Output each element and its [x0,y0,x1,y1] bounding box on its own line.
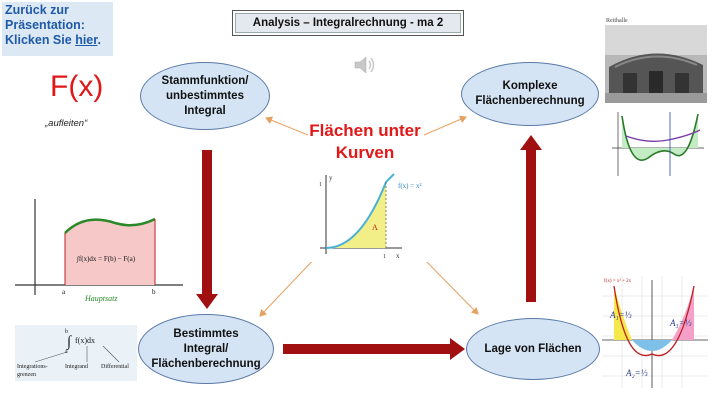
parabola-y-label: y [329,174,333,182]
node-lage: Lage von Flächen [466,318,600,380]
stamm-line-1: Stammfunktion/ [161,74,249,87]
back-line-1: Zurück zur [5,3,69,17]
lage-func-label: f(x) = x² + 2x [604,278,632,284]
arrow-bestimmt-to-lage [283,338,465,360]
hauptsatz-b: b [152,288,156,296]
arrow-to-bestimmt [259,254,319,317]
bestimmt-line-1: Bestimmtes [173,327,239,340]
center-title: Flächen unter Kurven [290,120,440,164]
stamm-line-2: unbestimmtes [166,89,244,102]
parabola-x-label: x [396,252,400,260]
aufleiten-label: „aufleiten“ [45,118,88,129]
back-line-3-suffix: . [97,33,101,47]
arrow-stamm-to-bestimmt [196,150,218,309]
parabola-tick-x: 1 [383,254,386,260]
parabola-tick-y: 1 [319,182,322,188]
integral-parts-image: b ∫ f(x)dx a Integrations- grenzen Integ… [15,325,137,381]
back-link[interactable]: hier [75,33,98,47]
komplex-line-2: Flächenberechnung [475,95,585,107]
lage-a3-label: A₃=⅓ [669,318,692,328]
arrow-to-stamm [265,116,309,136]
komplex-line-1: Komplexe [502,80,558,92]
back-line-2: Präsentation: [5,18,85,32]
fx-label: F(x) [50,70,104,103]
lage-line-1: Lage von Flächen [484,342,582,355]
back-line-3: Klicken Sie hier. [5,33,110,48]
speaker-icon[interactable] [352,54,378,76]
center-line-1: Flächen unter [309,121,421,140]
reithalle-photo: Reithalle [605,18,707,103]
integral-label-integrand: Integrand [65,364,88,370]
parabola-area-image: A f(x) = x² x y 1 1 [310,170,450,262]
lage-area-graph: f(x) = x² + 2x A₁=⅓ A₂=⅓ A₃=⅓ [602,276,708,388]
back-to-presentation-box: Zurück zur Präsentation: Klicken Sie hie… [2,2,113,56]
arrow-lage-to-komplex [520,135,542,302]
arrow-to-lage [419,254,479,315]
stamm-line-3: Integral [184,104,226,117]
integral-label-grenzen-2: grenzen [17,372,36,378]
hauptsatz-formula: ∫f(x)dx = F(b) − F(a) [76,255,136,263]
complex-area-graph [608,108,706,178]
integral-label-differential: Differential [101,363,129,370]
lage-a2-label: A₂=⅓ [625,368,648,378]
bestimmt-line-3: Flächenberechnung [151,357,261,370]
arrow-to-komplex [423,115,467,136]
hauptsatz-image: ∫f(x)dx = F(b) − F(a) a b Hauptsatz [15,199,183,303]
page-title: Analysis – Integralrechnung - ma 2 [232,10,464,36]
integral-top: f(x)dx [75,336,95,345]
reithalle-caption: Reithalle [606,18,628,24]
hauptsatz-a: a [62,288,66,296]
parabola-func-label: f(x) = x² [398,182,422,190]
hauptsatz-caption: Hauptsatz [84,294,118,303]
integral-label-grenzen-1: Integrations- [17,364,48,370]
integral-b: b [65,329,68,335]
back-line-3-prefix: Klicken Sie [5,33,76,47]
parabola-area-label: A [372,223,378,232]
center-line-2: Kurven [335,143,395,162]
bestimmt-line-2: Integral/ [183,342,229,355]
integral-sign: ∫ [66,334,73,350]
lage-a1-label: A₁=⅓ [609,310,632,320]
